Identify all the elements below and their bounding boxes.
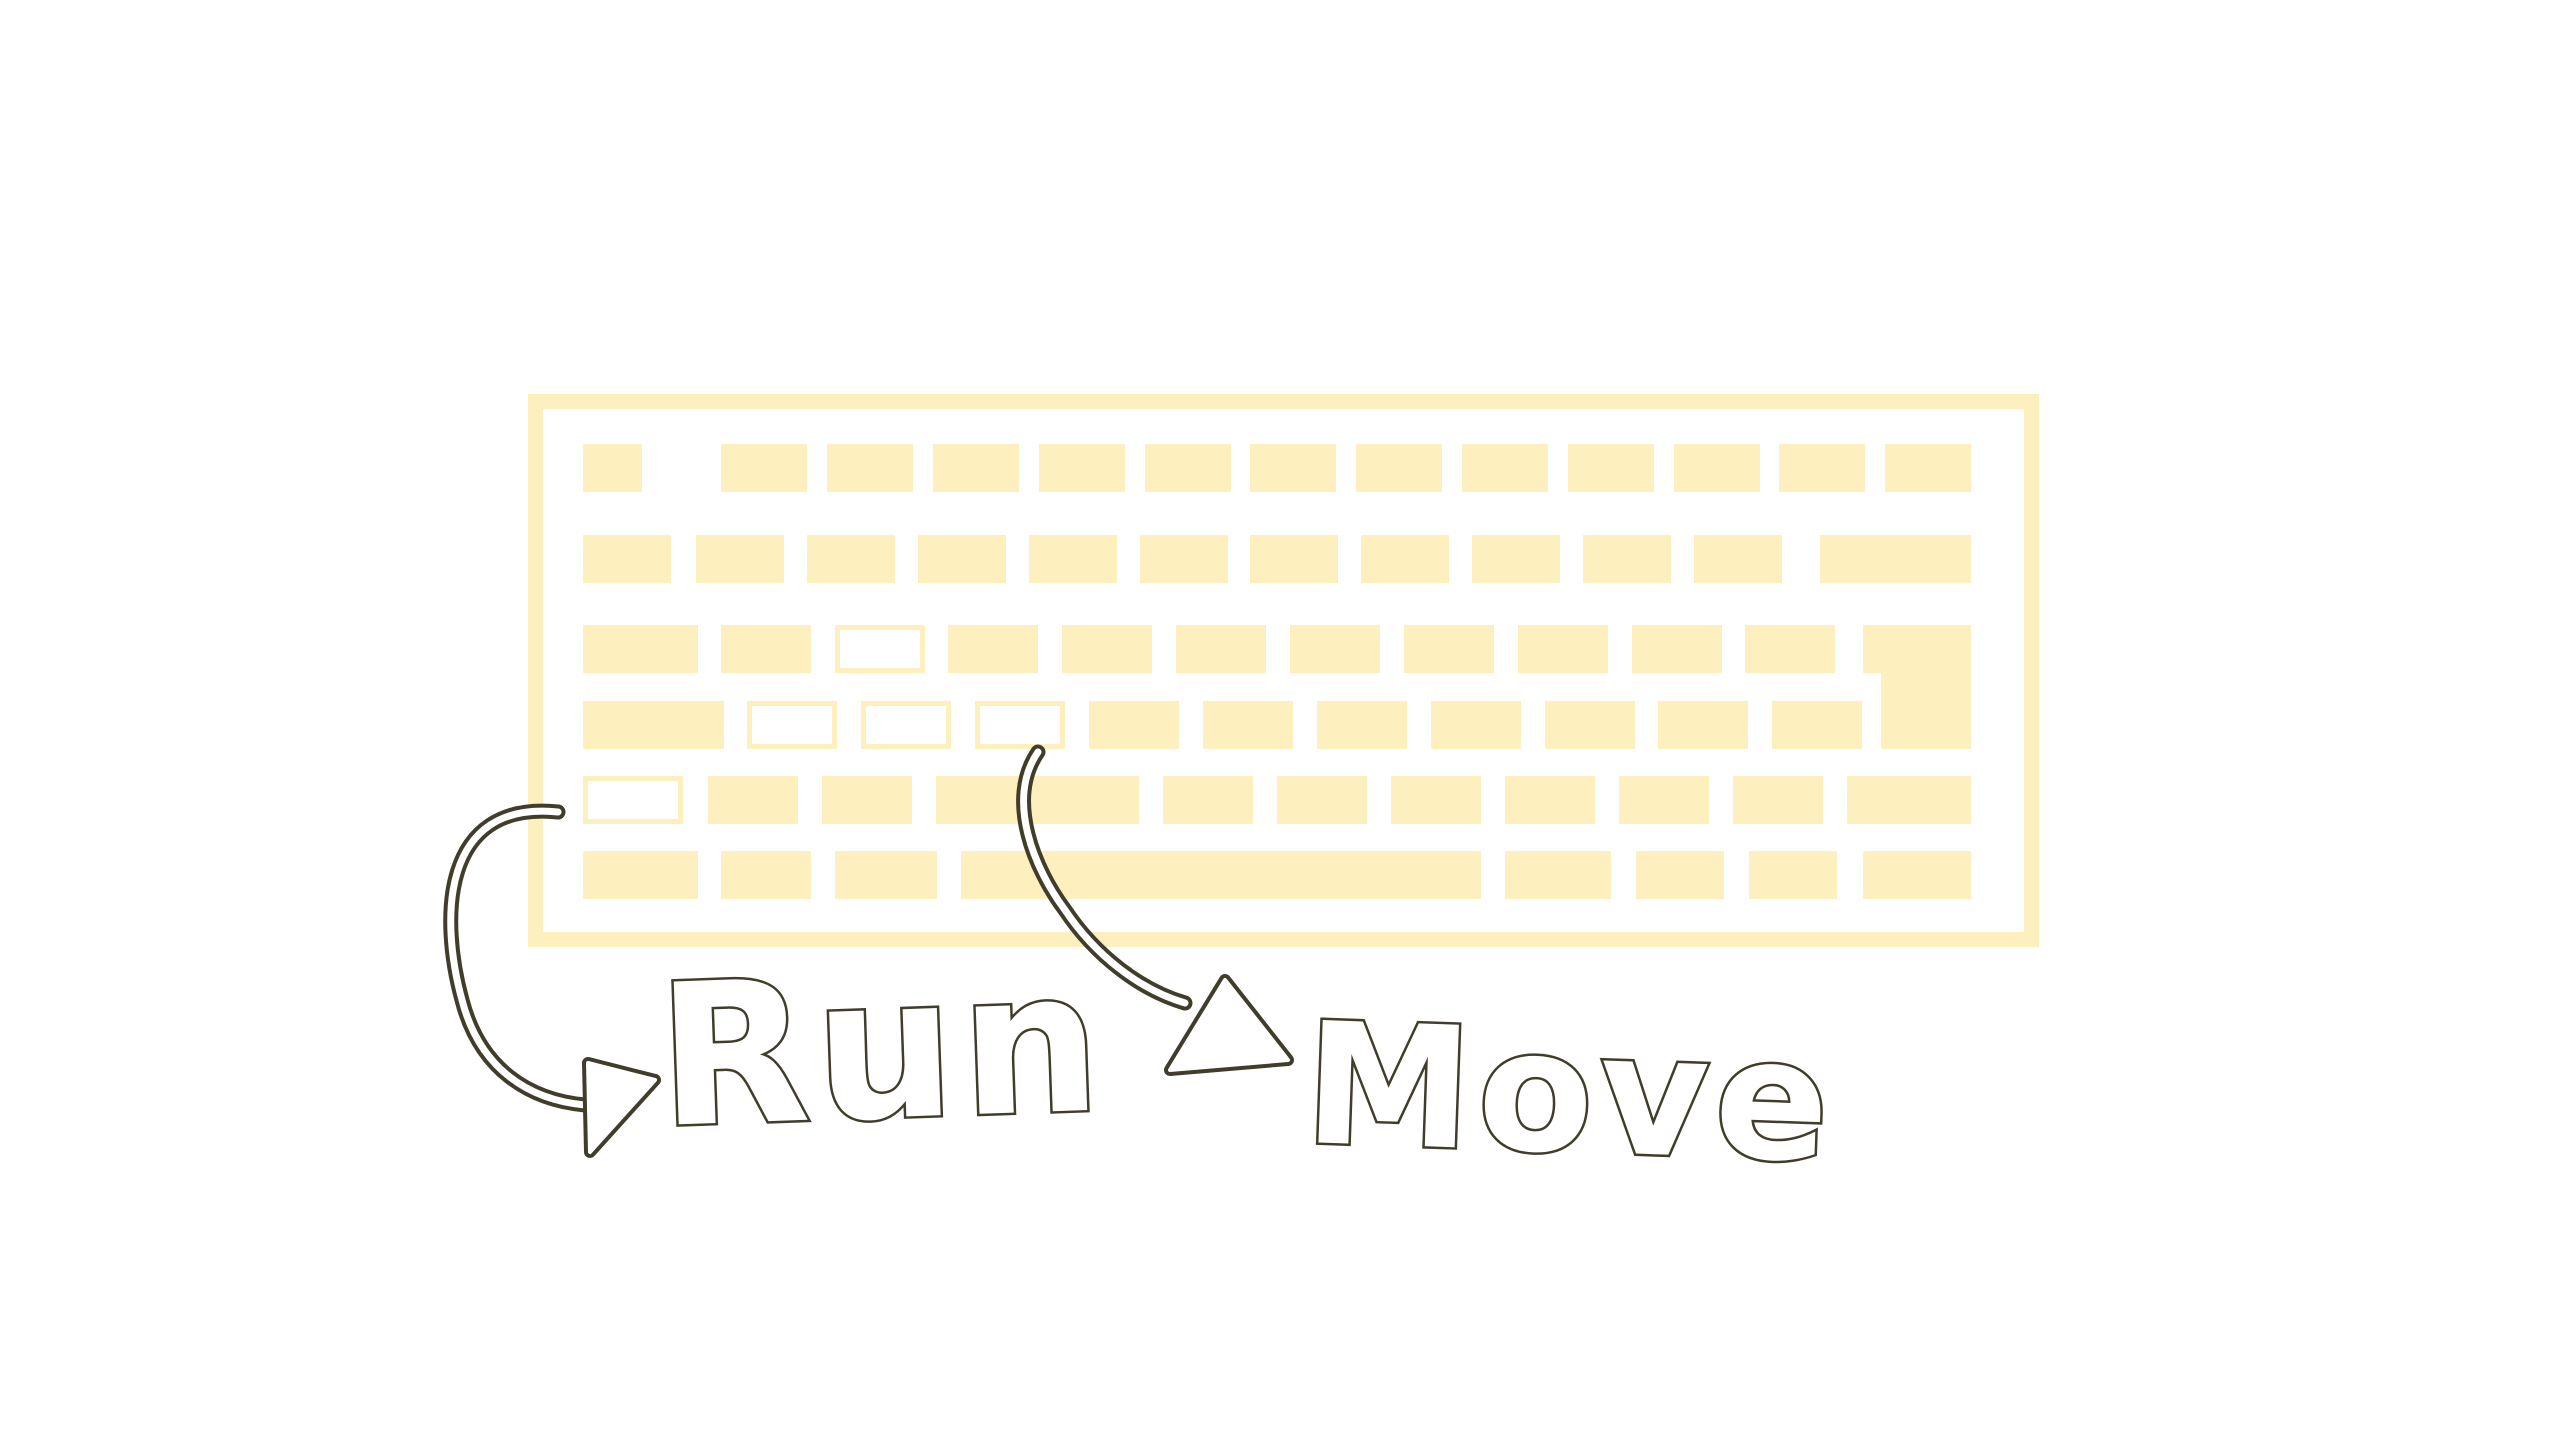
key-z [708,776,798,824]
key-l [1658,701,1748,749]
key-enter-stem [1881,665,1971,749]
key-t [1176,625,1266,673]
key-slash [1733,776,1823,824]
move-label: Move [1299,984,1841,1203]
run-label: Run [652,926,1113,1174]
key-alt-left [835,851,937,899]
key-b [1163,776,1253,824]
key-2 [807,535,895,583]
key-7 [1361,535,1449,583]
key-e [948,625,1038,673]
key-8 [1472,535,1560,583]
key-backspace [1820,535,1971,583]
key-6 [1250,535,1338,583]
key-q [721,625,811,673]
key-u [1404,625,1494,673]
key-tab [583,625,698,673]
key-w [835,625,925,673]
key-r [1062,625,1152,673]
key-win [721,851,811,899]
key-s [861,701,951,749]
key-comma [1505,776,1595,824]
key-f6 [1250,444,1336,492]
key-1 [696,535,784,583]
key-ctrl-left [583,851,698,899]
key-menu [1749,851,1837,899]
run-arrow-shaft [447,807,589,1109]
key-y [1290,625,1380,673]
key-f [1089,701,1179,749]
key-a [747,701,837,749]
key-period [1619,776,1709,824]
key-f5 [1145,444,1231,492]
key-backtick [583,535,671,583]
key-caps [583,701,724,749]
key-4 [1029,535,1117,583]
key-f12 [1885,444,1971,492]
key-ctrl-right [1863,851,1971,899]
key-shift-right [1847,776,1971,824]
key-esc [583,444,642,492]
key-f3 [933,444,1019,492]
key-p [1745,625,1835,673]
key-semicolon [1772,701,1862,749]
key-c [936,776,1139,824]
move-arrow-shaft [1020,748,1189,1007]
key-f9 [1568,444,1654,492]
keyboard-frame [528,394,2039,947]
key-f11 [1779,444,1865,492]
key-g [1203,701,1293,749]
key-9 [1583,535,1671,583]
key-i [1518,625,1608,673]
key-f7 [1356,444,1442,492]
key-d [975,701,1065,749]
key-j [1431,701,1521,749]
key-f2 [827,444,913,492]
key-alt-right [1505,851,1611,899]
key-5 [1140,535,1228,583]
key-k [1545,701,1635,749]
run-arrow-outline [443,803,593,1113]
key-f1 [721,444,807,492]
key-f10 [1674,444,1760,492]
key-0 [1694,535,1782,583]
key-f8 [1462,444,1548,492]
key-3 [918,535,1006,583]
key-f4 [1039,444,1125,492]
key-o [1632,625,1722,673]
key-shift-left [583,776,683,824]
key-n [1277,776,1367,824]
key-x [822,776,912,824]
key-fn [1636,851,1724,899]
key-h [1317,701,1407,749]
key-m [1391,776,1481,824]
